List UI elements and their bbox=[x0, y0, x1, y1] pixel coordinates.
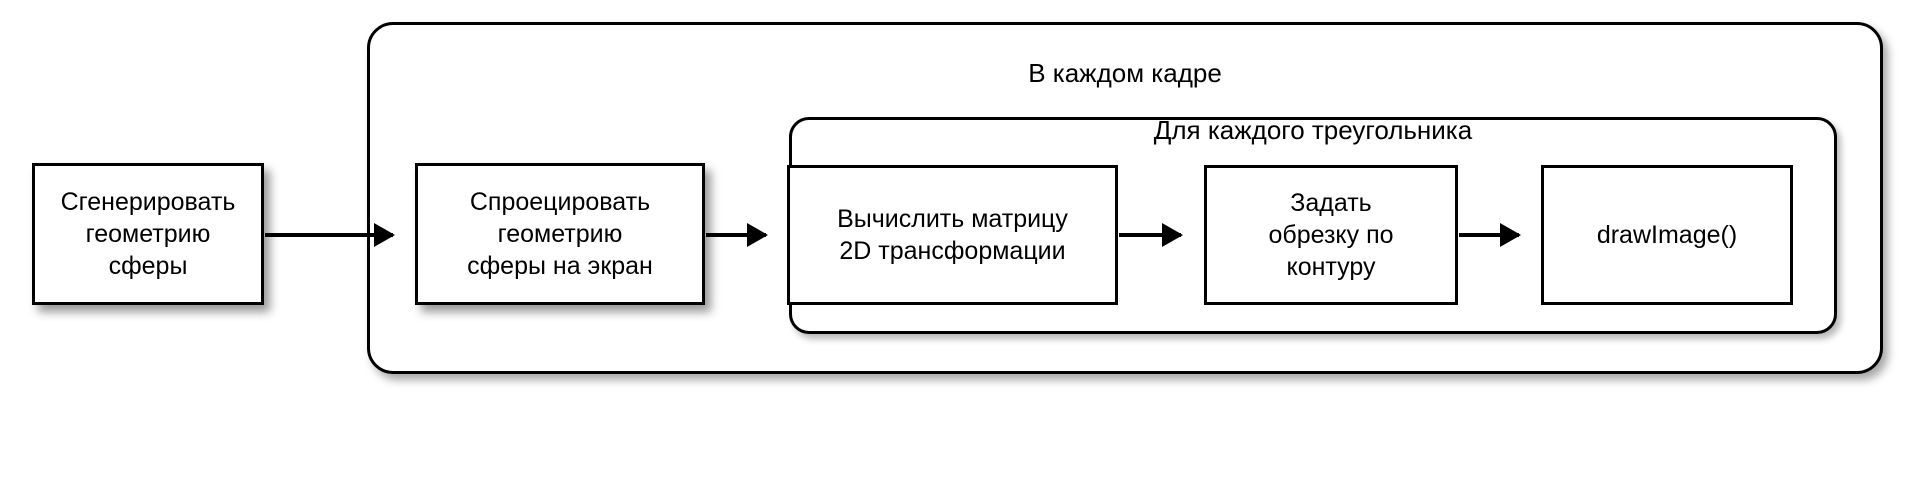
node-compute-2d-matrix[interactable]: Вычислить матрицу 2D трансформации bbox=[787, 165, 1118, 305]
arrow-clip-to-drawimage bbox=[1459, 233, 1519, 237]
arrow-compute-to-clip bbox=[1119, 233, 1181, 237]
node-set-clipping-path-label: Задать обрезку по контуру bbox=[1268, 189, 1394, 281]
node-set-clipping-path[interactable]: Задать обрезку по контуру bbox=[1204, 165, 1458, 305]
node-draw-image[interactable]: drawImage() bbox=[1541, 165, 1793, 305]
node-compute-2d-matrix-label: Вычислить матрицу 2D трансформации bbox=[837, 205, 1068, 265]
group-per-frame-title: В каждом кадре bbox=[1028, 58, 1222, 88]
node-project-sphere-geometry[interactable]: Спроецировать геометрию сферы на экран bbox=[415, 163, 705, 305]
node-draw-image-label: drawImage() bbox=[1596, 221, 1738, 249]
node-generate-sphere-geometry-label: Сгенерировать геометрию сферы bbox=[60, 188, 236, 280]
node-generate-sphere-geometry[interactable]: Сгенерировать геометрию сферы bbox=[32, 163, 264, 305]
arrow-project-to-compute bbox=[706, 233, 766, 237]
node-project-sphere-geometry-label: Спроецировать геометрию сферы на экран bbox=[467, 188, 653, 280]
group-per-triangle-title: Для каждого треугольника bbox=[1153, 115, 1473, 145]
arrow-generate-to-project bbox=[265, 233, 393, 237]
